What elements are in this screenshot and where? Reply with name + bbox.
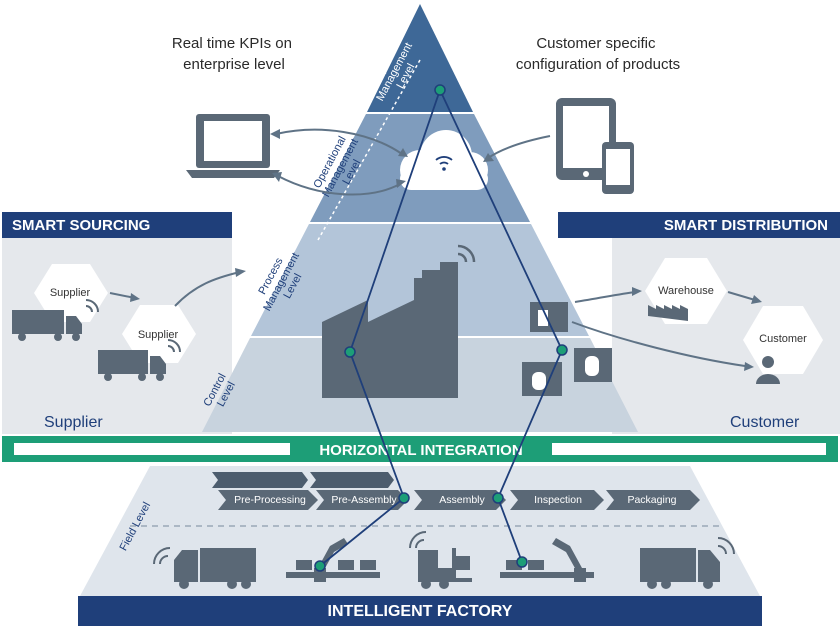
intelligent-factory-bar xyxy=(78,596,762,626)
package-box-icon xyxy=(522,362,562,396)
intelligent-factory-title: INTELLIGENT FACTORY xyxy=(328,603,513,620)
arrowhead-icon xyxy=(398,148,408,157)
arrowhead-icon xyxy=(272,172,282,182)
smartphone-icon xyxy=(602,142,634,194)
supplier-footer-label: Supplier xyxy=(44,414,103,431)
wifi-signal-icon xyxy=(457,244,476,263)
wifi-signal-icon xyxy=(85,299,99,313)
supplier-node-1-label: Supplier xyxy=(50,287,91,299)
forklift-icon xyxy=(418,548,472,589)
robot-arm-conveyor-icon xyxy=(500,538,594,582)
arrowhead-icon xyxy=(744,362,754,371)
process-step-label: Packaging xyxy=(627,494,676,506)
customer-footer-label: Customer xyxy=(730,414,800,431)
wifi-signal-icon xyxy=(167,339,181,353)
distribution-flow-arrow xyxy=(571,291,756,367)
wifi-icon xyxy=(435,156,453,165)
smart-sourcing-title: SMART SOURCING xyxy=(12,217,150,234)
cloud-connection-arrow xyxy=(275,128,551,196)
supplier-hexagon-2 xyxy=(122,305,196,363)
process-step-label: Pre-Assembly xyxy=(331,494,397,506)
process-step-pre-processing xyxy=(218,490,318,510)
truck-icon xyxy=(98,350,166,381)
process-chain: Pre-Processing Pre-Assembly Assembly Ins… xyxy=(212,472,700,510)
vertical-integration-path xyxy=(319,89,563,567)
process-step-shadow xyxy=(212,472,308,488)
smart-distribution-header xyxy=(558,212,840,238)
arrowhead-icon xyxy=(483,153,494,162)
horizontal-integration-title: HORIZONTAL INTEGRATION xyxy=(319,442,522,459)
arrowhead-icon xyxy=(235,268,246,277)
truck-icon xyxy=(12,310,82,341)
warehouse-icon xyxy=(648,305,688,321)
warehouse-node-label: Warehouse xyxy=(658,285,714,297)
factory-icon xyxy=(322,262,458,398)
horizontal-integration-label-bg xyxy=(290,436,552,462)
truck-icon xyxy=(174,548,256,589)
arrowhead-icon xyxy=(751,295,762,304)
arrowhead-icon xyxy=(270,129,280,139)
process-step-pre-assembly xyxy=(316,490,408,510)
supplier-node-2-label: Supplier xyxy=(138,329,179,341)
integration-node xyxy=(314,84,568,572)
wifi-dot xyxy=(442,167,446,171)
truck-icon xyxy=(640,548,720,589)
arrowhead-icon xyxy=(396,179,406,188)
process-step-inspection xyxy=(510,490,604,510)
corporate-level-band xyxy=(367,4,473,112)
wifi-signal-icon xyxy=(717,537,735,555)
person-icon xyxy=(756,356,780,384)
customer-hexagon xyxy=(743,306,823,374)
laptop-icon xyxy=(186,114,280,178)
arrowhead-icon xyxy=(632,287,642,296)
process-step-label: Pre-Processing xyxy=(234,494,306,506)
package-box-icon xyxy=(574,348,612,382)
process-step-shadow xyxy=(310,472,394,488)
package-box-icon xyxy=(530,302,568,332)
wifi-signal-icon xyxy=(153,547,171,565)
smart-distribution-title: SMART DISTRIBUTION xyxy=(664,217,828,234)
kpi-note: Real time KPIs on enterprise level xyxy=(172,35,296,73)
pyramid-dashed-divider xyxy=(317,59,421,241)
smart-sourcing-header xyxy=(2,212,232,238)
tablet-icon xyxy=(556,98,616,180)
wifi-signal-icon xyxy=(409,531,427,549)
process-step-label: Inspection xyxy=(534,494,582,506)
process-step-assembly xyxy=(414,490,506,510)
arrowhead-icon xyxy=(130,293,140,302)
customer-configuration-note: Customer specific configuration of produ… xyxy=(516,35,680,73)
process-step-packaging xyxy=(606,490,700,510)
customer-node-label: Customer xyxy=(759,333,807,345)
process-step-label: Assembly xyxy=(439,494,485,506)
